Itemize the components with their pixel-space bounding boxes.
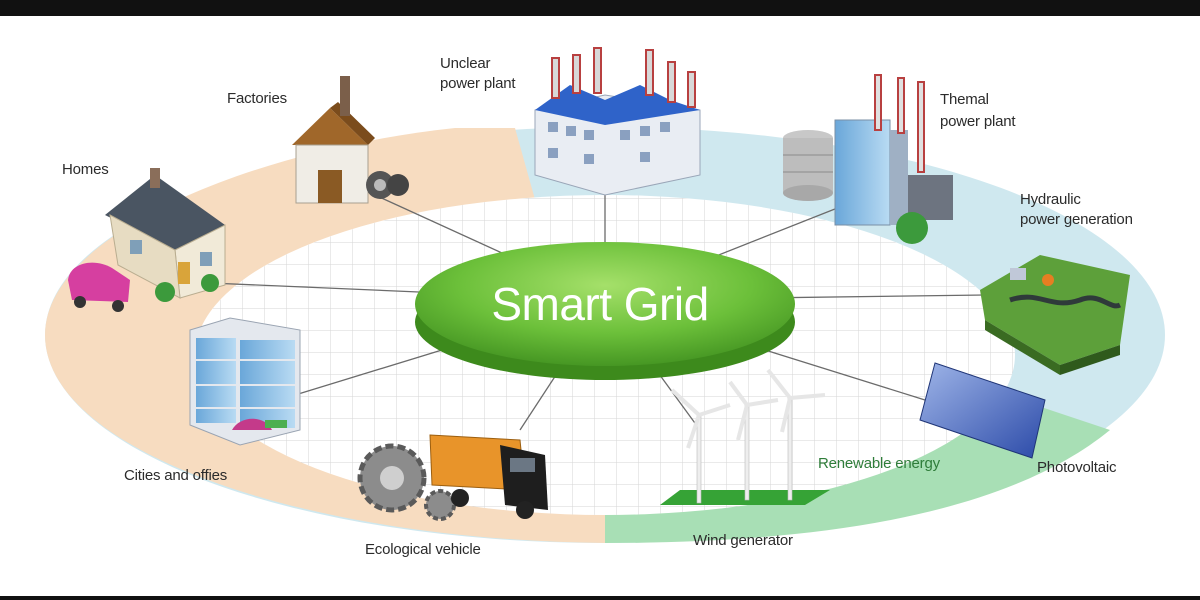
label-photovoltaic: Photovoltaic (1037, 459, 1117, 476)
smart-grid-hub: Smart Grid (415, 242, 795, 380)
label-thermal-line2: power plant (940, 113, 1016, 130)
label-wind: Wind generator (693, 532, 793, 549)
label-hydraulic-line2: power generation (1020, 211, 1133, 228)
wind-turbine-icon (660, 368, 830, 505)
hub-title: Smart Grid (491, 278, 708, 330)
hydro-icon (980, 255, 1130, 375)
label-nuclear-line2: power plant (440, 75, 516, 92)
office-building-icon (189, 317, 301, 446)
label-cities: Cities and offies (124, 467, 227, 484)
solar-panel-icon (919, 362, 1046, 459)
label-vehicle: Ecological vehicle (365, 541, 481, 558)
nuclear-plant-icon (534, 47, 701, 196)
label-renewable: Renewable energy (818, 455, 941, 472)
label-homes: Homes (62, 161, 109, 178)
top-frame-bar (0, 0, 1200, 16)
house-icon (68, 168, 226, 312)
label-factories: Factories (227, 90, 287, 107)
label-nuclear: Unclear (440, 55, 490, 72)
factory-icon (292, 76, 409, 204)
bottom-frame-bar (0, 596, 1200, 600)
label-thermal: Themal (940, 91, 989, 108)
label-hydraulic: Hydraulic (1020, 191, 1081, 208)
thermal-plant-icon (783, 74, 953, 244)
truck-icon (357, 434, 548, 521)
